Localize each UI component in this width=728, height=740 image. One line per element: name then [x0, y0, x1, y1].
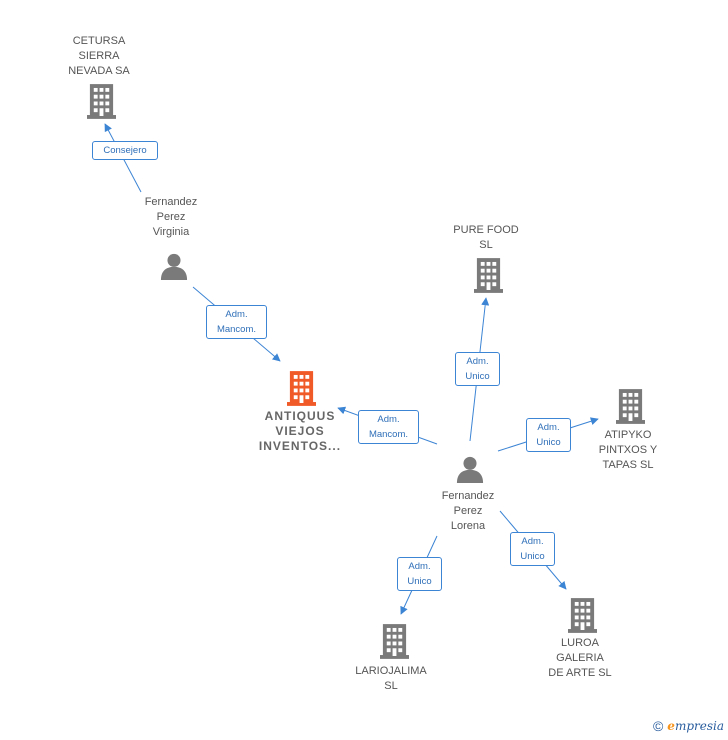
copyright-symbol: ©	[652, 718, 664, 734]
lariojalima-label[interactable]: LARIOJALIMA SL	[355, 665, 427, 692]
footer-brand: © empresia	[653, 718, 724, 734]
empresia-logo[interactable]: empresia	[667, 719, 724, 733]
edge-label-lorena-antiquus: Adm. Mancom.	[358, 410, 419, 444]
virginia-label[interactable]: Fernandez Perez Virginia	[144, 196, 198, 238]
antiquus-label[interactable]: ANTIQUUS VIEJOS INVENTOS...	[258, 409, 342, 453]
luroa-building-icon[interactable]	[568, 598, 597, 633]
lorena-label[interactable]: Fernandez Perez Lorena	[441, 490, 495, 532]
cetursa-building-icon[interactable]	[87, 84, 116, 119]
edge-label-lorena-lariojalima: Adm. Unico	[397, 557, 442, 591]
pure-food-label[interactable]: PURE FOOD SL	[453, 224, 519, 251]
edge-label-lorena-luroa: Adm. Unico	[510, 532, 555, 566]
lorena-person-icon[interactable]	[456, 456, 484, 483]
virginia-person-icon[interactable]	[160, 253, 188, 280]
edge-label-lorena-atipyko: Adm. Unico	[526, 418, 571, 452]
cetursa-label[interactable]: CETURSA SIERRA NEVADA SA	[68, 35, 130, 77]
edge-label-virginia-antiquus: Adm. Mancom.	[206, 305, 267, 339]
edge-label-lorena-purefood: Adm. Unico	[455, 352, 500, 386]
pure-food-building-icon[interactable]	[474, 258, 503, 293]
lariojalima-building-icon[interactable]	[380, 624, 409, 659]
atipyko-building-icon[interactable]	[616, 389, 645, 424]
antiquus-building-icon[interactable]	[287, 371, 316, 406]
edge-label-consejero: Consejero	[92, 141, 158, 160]
atipyko-label[interactable]: ATIPYKO PINTXOS Y TAPAS SL	[598, 429, 658, 471]
luroa-label[interactable]: LUROA GALERIA DE ARTE SL	[548, 637, 612, 679]
